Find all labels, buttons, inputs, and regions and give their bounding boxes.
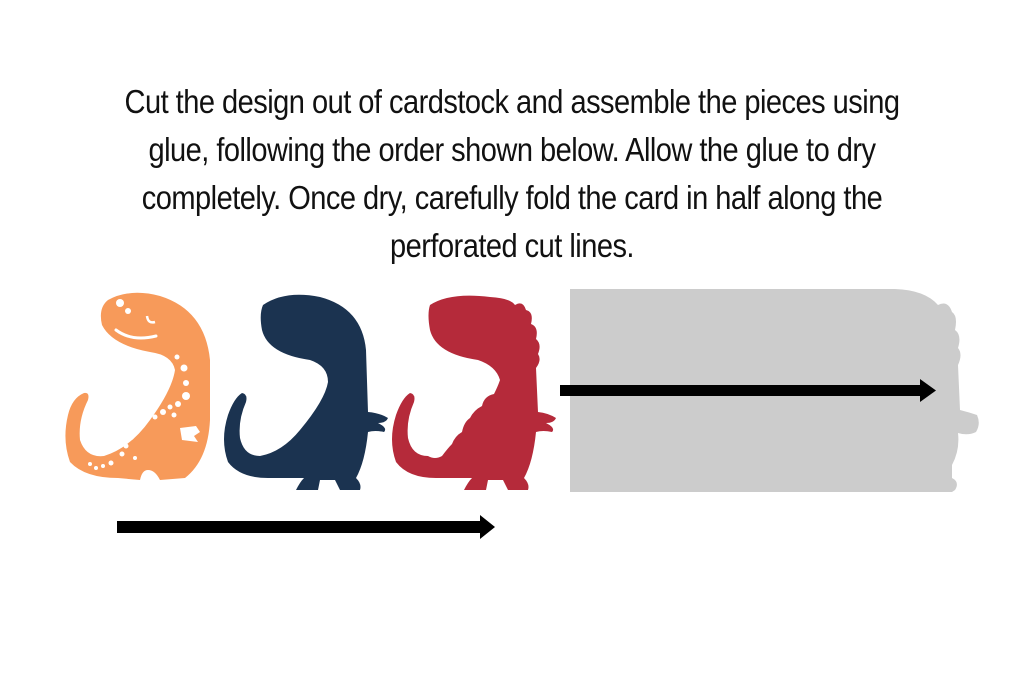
instructions-line-4: perforated cut lines. xyxy=(390,227,634,264)
instructions-text: Cut the design out of cardstock and asse… xyxy=(61,78,962,270)
instructions-line-3: completely. Once dry, carefully fold the… xyxy=(141,179,883,216)
navy-dinosaur-piece xyxy=(224,294,388,490)
order-arrow-top xyxy=(560,379,936,402)
orange-dinosaur-piece xyxy=(65,292,210,480)
order-arrow-bottom xyxy=(117,515,495,539)
red-dinosaur-piece xyxy=(392,295,556,490)
instructions-line-1: Cut the design out of cardstock and asse… xyxy=(124,83,900,120)
instructions-line-2: glue, following the order shown below. A… xyxy=(148,131,876,168)
